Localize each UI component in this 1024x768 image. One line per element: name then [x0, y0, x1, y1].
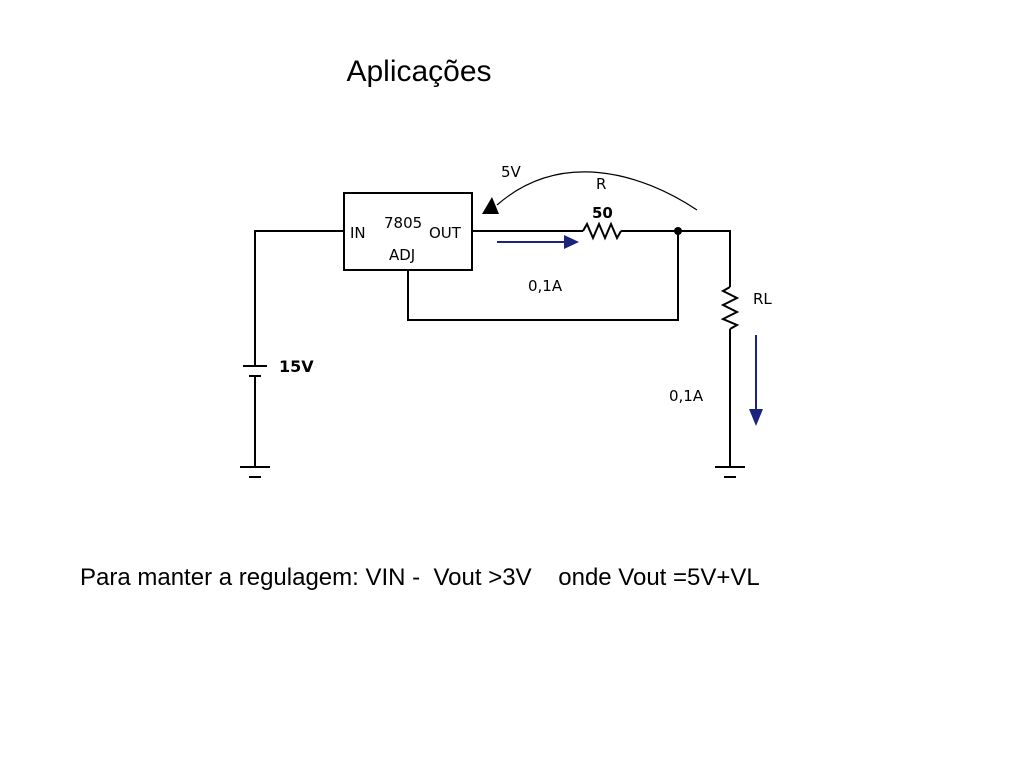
wire-r-to-node [621, 230, 731, 287]
resistor-r-value: 50 [592, 204, 613, 222]
current-arrow-r-head [564, 235, 579, 249]
resistor-r-symbol [582, 221, 622, 241]
slide-title: Aplicações [346, 55, 492, 88]
current-arrow-rl-head [749, 409, 763, 426]
resistor-rl-symbol [720, 286, 740, 330]
reference-voltage-curve [496, 171, 698, 211]
reference-voltage-label: 5V [501, 163, 522, 181]
slide-caption: Para manter a regulagem: VIN - Vout >3V … [80, 564, 760, 591]
wire-adj-feedback [407, 231, 679, 321]
resistor-rl-name: RL [753, 290, 772, 308]
regulator-pin-adj: ADJ [389, 246, 415, 264]
battery-symbol [243, 365, 267, 377]
junction-node [674, 227, 682, 235]
ground-symbol-right [715, 466, 745, 478]
current-label-r: 0,1A [528, 277, 563, 295]
regulator-pin-out: OUT [429, 224, 462, 242]
wire-source-to-in [254, 230, 344, 366]
resistor-r-name: R [596, 175, 606, 193]
ground-symbol-left [240, 466, 270, 478]
reference-voltage-arrowhead [482, 197, 499, 214]
current-label-rl: 0,1A [669, 387, 704, 405]
regulator-ic-body [343, 192, 473, 271]
regulator-pin-in: IN [350, 224, 366, 242]
regulator-part-label: 7805 [384, 214, 422, 232]
circuit-wires [254, 230, 731, 467]
source-voltage-label: 15V [279, 357, 314, 376]
